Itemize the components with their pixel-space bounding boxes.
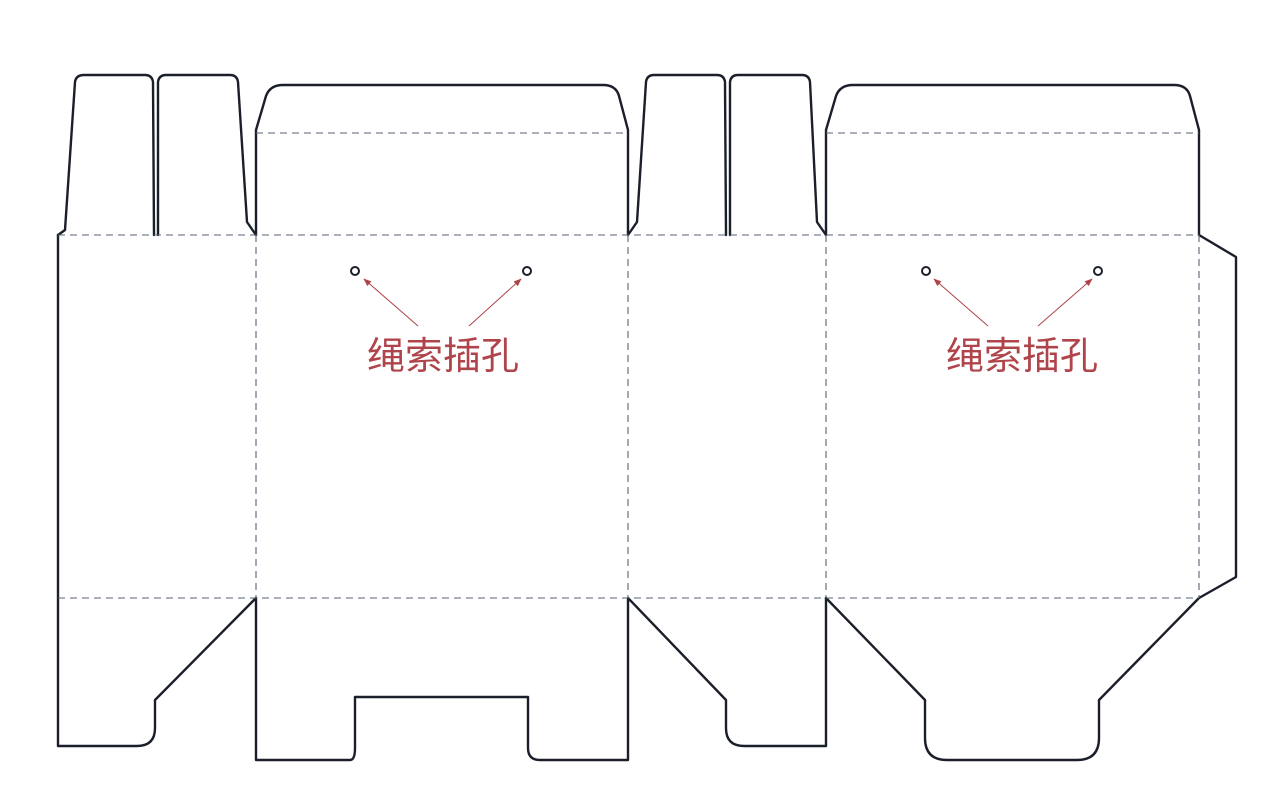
side-panel-left-outline (56, 233, 258, 748)
side-panel-left (56, 73, 258, 748)
rope-hole-back-left (921, 266, 931, 276)
arrow-front-left (363, 278, 419, 327)
front-top-flap-outline (254, 83, 630, 237)
front-bottom-outline (254, 596, 630, 762)
arrow-back-left (933, 278, 989, 327)
dust-flap-middle-a (626, 73, 728, 237)
rope-hole-label-front: 绳索插孔 (367, 334, 519, 378)
dust-flap-left-a (56, 73, 156, 237)
arrow-back-right (1037, 278, 1093, 327)
back-bottom-outline (824, 596, 1201, 762)
rope-hole-label-back: 绳索插孔 (946, 334, 1098, 378)
glue-flap-outline (1197, 233, 1238, 600)
rope-hole-back-right (1093, 266, 1103, 276)
dust-flap-middle-b (728, 73, 828, 237)
front-panel (254, 83, 630, 762)
back-top-flap-outline (824, 83, 1201, 237)
rope-hole-front-right (522, 266, 532, 276)
rope-hole-front-left (350, 266, 360, 276)
side-panel-middle (626, 73, 828, 748)
rope-hole-group-back: 绳索插孔 (921, 266, 1103, 378)
side-panel-middle-outline (626, 596, 828, 748)
arrow-front-right (468, 278, 522, 327)
fold-lines (58, 132, 1200, 599)
back-panel (824, 83, 1238, 762)
dust-flap-left-b (156, 73, 258, 237)
rope-hole-group-front: 绳索插孔 (350, 266, 532, 378)
